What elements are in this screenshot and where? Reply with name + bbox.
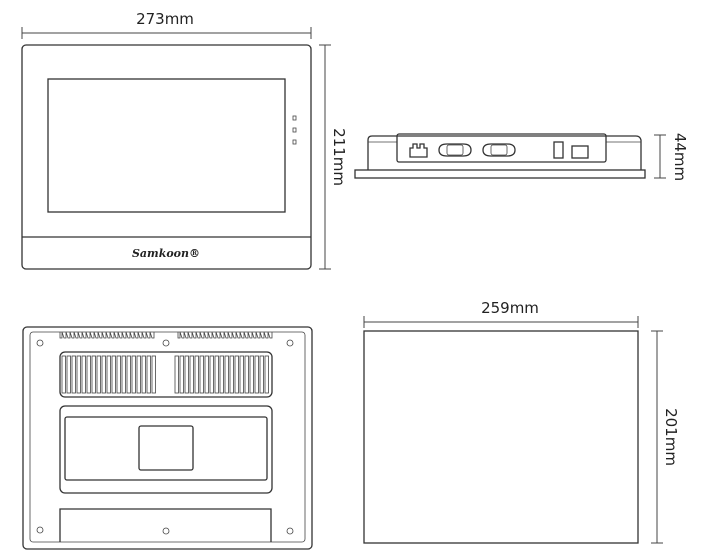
cutout-width-label: 259mm — [481, 299, 539, 317]
side-flange — [354, 169, 646, 179]
back-view — [22, 326, 313, 550]
ethernet-port-icon — [571, 145, 589, 159]
vent-slots — [177, 331, 273, 339]
led-indicator — [292, 139, 297, 145]
front-width-label: 273mm — [136, 10, 194, 28]
vent-slots — [59, 331, 155, 339]
power-terminal-icon — [409, 143, 428, 158]
heatsink-area — [59, 351, 273, 398]
heatsink-fin — [214, 355, 219, 394]
heatsink-fin — [239, 355, 244, 394]
heatsink-fin — [101, 355, 106, 394]
dimension-cutout-height: 201mm — [651, 330, 680, 544]
bottom-panel — [59, 508, 272, 542]
heatsink-fin — [71, 355, 76, 394]
heatsink-fin — [234, 355, 239, 394]
screw-hole-icon — [286, 527, 294, 535]
dimension-side-depth: 44mm — [654, 133, 689, 181]
front-view: Samkoon® — [21, 44, 312, 270]
heatsink-fin — [179, 355, 184, 394]
brand-logo: Samkoon® — [132, 247, 200, 260]
screw-hole-icon — [162, 339, 170, 347]
heatsink-fin — [184, 355, 189, 394]
heatsink-fin — [136, 355, 141, 394]
heatsink-fin — [219, 355, 224, 394]
front-screen — [47, 78, 286, 213]
serial-port-icon — [482, 143, 516, 157]
heatsink-fin — [209, 355, 214, 394]
panel-cutout — [363, 330, 639, 544]
heatsink-fin — [66, 355, 71, 394]
heatsink-fin — [259, 355, 264, 394]
front-height-label: 211mm — [330, 128, 348, 186]
heatsink-fin — [106, 355, 111, 394]
side-depth-label: 44mm — [671, 133, 689, 181]
heatsink-fin — [96, 355, 101, 394]
front-bezel — [21, 44, 312, 270]
side-view — [354, 133, 646, 179]
heatsink-fin — [264, 355, 269, 394]
dimension-cutout-width: 259mm — [363, 299, 639, 328]
heatsink-fin — [146, 355, 151, 394]
heatsink-fin — [189, 355, 194, 394]
heatsink-fin — [249, 355, 254, 394]
screw-hole-icon — [36, 526, 44, 534]
heatsink-fin — [121, 355, 126, 394]
heatsink-fin — [151, 355, 156, 394]
back-housing — [22, 326, 313, 550]
heatsink-fin — [204, 355, 209, 394]
serial-port-icon — [438, 143, 472, 157]
heatsink-fin — [174, 355, 179, 394]
heatsink-fin — [86, 355, 91, 394]
cutout-height-label: 201mm — [662, 408, 680, 466]
label-plate — [138, 425, 194, 471]
port-panel — [396, 133, 607, 163]
screw-hole-icon — [286, 339, 294, 347]
heatsink-fin — [244, 355, 249, 394]
heatsink-fin — [194, 355, 199, 394]
heatsink-fin — [141, 355, 146, 394]
heatsink-fin — [131, 355, 136, 394]
heatsink-fin — [254, 355, 259, 394]
led-indicator — [292, 115, 297, 121]
led-indicator — [292, 127, 297, 133]
screw-hole-icon — [162, 527, 170, 535]
heatsink-fin — [224, 355, 229, 394]
heatsink-fin — [126, 355, 131, 394]
heatsink-fin — [111, 355, 116, 394]
screw-hole-icon — [36, 339, 44, 347]
label-area — [59, 405, 273, 494]
heatsink-fin — [81, 355, 86, 394]
heatsink-fin — [116, 355, 121, 394]
heatsink-fin — [61, 355, 66, 394]
heatsink-fin — [199, 355, 204, 394]
heatsink-fin — [76, 355, 81, 394]
heatsink-fin — [229, 355, 234, 394]
dimension-front-height: 211mm — [319, 44, 348, 270]
usb-port-icon — [553, 141, 564, 159]
dimension-front-width: 273mm — [21, 10, 312, 39]
heatsink-fin — [91, 355, 96, 394]
